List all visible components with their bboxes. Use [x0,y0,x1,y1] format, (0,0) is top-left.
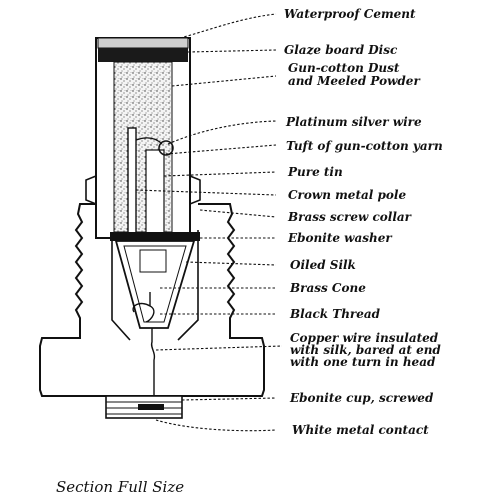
glaze-board-disc [98,48,188,62]
waterproof-cement-layer [97,37,189,49]
platinum-wire [135,137,163,145]
label-white-metal-contact: White metal contact [292,423,429,437]
label-ebonite-cup-screwed: Ebonite cup, screwed [289,391,434,405]
label-oiled-silk: Oiled Silk [290,258,356,272]
label-glaze-board-disc: Glaze board Disc [284,43,398,57]
figure-caption: Section Full Size [56,478,184,496]
label-pure-tin: Pure tin [287,165,343,179]
body-inner-wall [111,230,199,341]
pure-tin-sleeve [145,149,165,235]
oiled-silk [123,245,187,323]
label-brass-screw-collar: Brass screw collar [287,210,413,224]
label-brass-cone: Brass Cone [289,281,366,295]
label-crown-metal-pole: Crown metal pole [288,188,406,202]
collar-nut-left [85,174,97,206]
copper-wire-lead [150,328,156,398]
label-waterproof-cement: Waterproof Cement [284,7,416,21]
label-ebonite-washer: Ebonite washer [287,231,393,245]
label-gun-cotton-dust: Gun-cotton Dust and Meeled Powder [288,61,421,88]
label-copper-wire-insulated: Copper wire insulated with silk, bared a… [290,331,445,369]
label-platinum-silver-wire: Platinum silver wire [285,115,422,129]
white-metal-contact [138,404,164,410]
platinum-wire-loop [158,140,174,156]
fuse-body [39,37,265,419]
copper-wire-head-coil [132,292,155,323]
collar-nut-right [189,174,201,206]
brass-cone [114,240,196,329]
cone-inner-block [139,249,167,273]
crown-metal-pole [127,127,137,239]
label-black-thread: Black Thread [289,307,381,321]
callout-labels: Waterproof Cement Glaze board Disc Gun-c… [284,7,445,437]
leader-lines [135,13,283,432]
ebonite-washer [110,232,200,241]
label-tuft-of-gun-cotton-yarn: Tuft of gun-cotton yarn [286,139,443,153]
